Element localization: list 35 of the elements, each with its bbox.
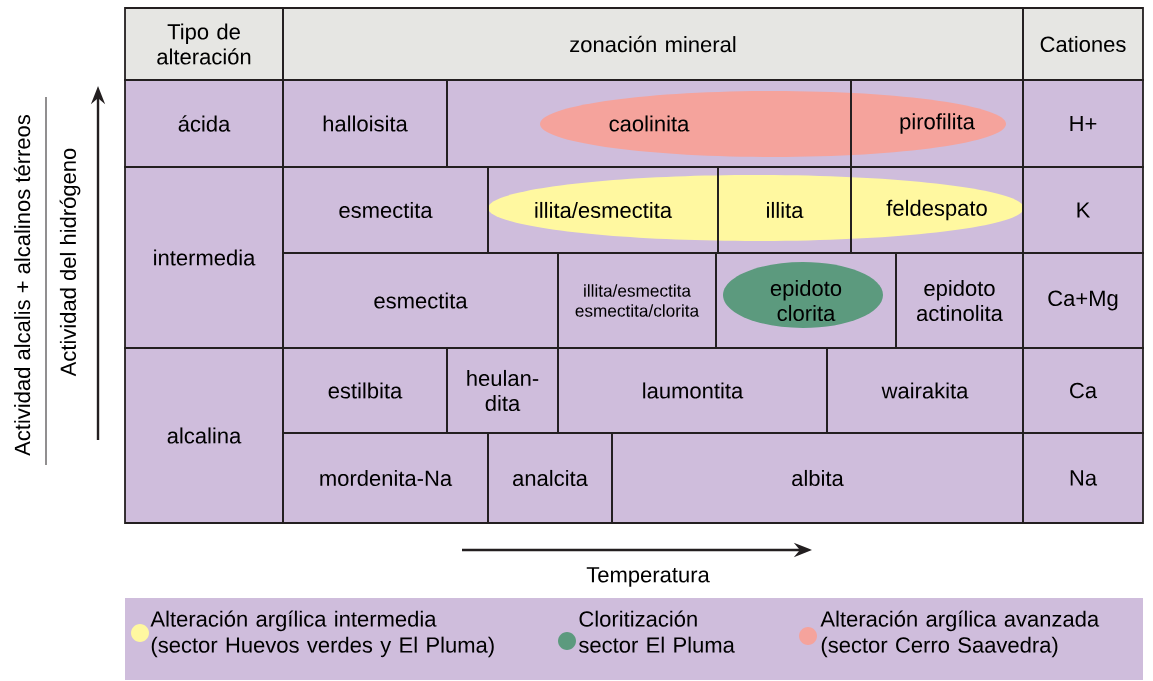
table-cell: Na <box>1022 432 1144 524</box>
table-cell: epidoto clorita <box>715 252 897 349</box>
legend-text: Cloritización sector El Pluma <box>579 610 735 653</box>
axis-label: Actividad alcalis + alcalinos térreos <box>13 115 31 456</box>
table-cell: illita/esmectita esmectita/clorita <box>557 252 717 349</box>
table-cell: Ca <box>1022 347 1144 434</box>
table-cell: wairakita <box>826 347 1024 434</box>
axis-label: Temperatura <box>586 567 710 587</box>
table-cell: illita/esmectita <box>487 166 719 254</box>
table-cell: H+ <box>1022 79 1144 168</box>
table-cell: feldespato <box>850 166 1024 254</box>
table-cell: albita <box>611 432 1024 524</box>
legend-text: Alteración argílica avanzada (sector Cerro Saavedra) <box>820 610 1100 658</box>
table-cell: estilbita <box>282 347 448 434</box>
header-cell: zonación mineral <box>282 7 1024 81</box>
header-cell: Tipo de alteración <box>124 7 284 81</box>
table-cell: epidoto actinolita <box>895 252 1024 349</box>
table-cell: esmectita <box>282 252 559 349</box>
table-cell: K <box>1022 166 1144 254</box>
table-cell: laumontita <box>557 347 828 434</box>
table-cell: illita <box>717 166 852 254</box>
table-cell: esmectita <box>282 166 489 254</box>
table-cell: heulan-dita <box>446 347 559 434</box>
legend-text: Alteración argílica intermedia (sector Huevos verdes y El Pluma) <box>150 610 494 658</box>
table-cell: mordenita-Na <box>282 432 489 524</box>
table-cell: intermedia <box>124 166 284 349</box>
header-cell: Cationes <box>1022 7 1144 81</box>
table-cell: alcalina <box>124 347 284 524</box>
axis-label: Actividad del hidrógeno <box>59 148 81 377</box>
table-cell: ácida <box>124 79 284 168</box>
table-cell: Ca+Mg <box>1022 252 1144 349</box>
table-cell: caolinita <box>446 79 852 168</box>
table-cell: pirofilita <box>850 79 1024 168</box>
table-cell: halloisita <box>282 79 448 168</box>
table-cell: analcita <box>487 432 613 524</box>
